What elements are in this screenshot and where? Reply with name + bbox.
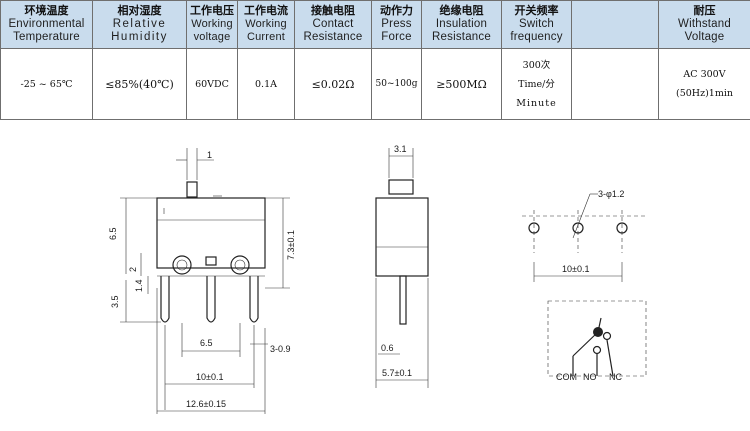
front-view: 1 6.5 2 1.4 3.5 7.3±0.1 — [108, 148, 296, 414]
dim-holes-label: 3-φ1.2 — [598, 189, 624, 199]
circuit-view: COM NO NC — [547, 300, 647, 382]
circuit-nc-dot — [602, 331, 612, 341]
dim-side-width: 5.7±0.1 — [382, 368, 412, 378]
side-body — [375, 197, 429, 277]
dim-holes-span: 10±0.1 — [562, 264, 589, 274]
value-voltage: 60VDC — [186, 48, 238, 120]
dim-pin-len: 3.5 — [110, 295, 120, 308]
frequency-line-1: 300次 — [522, 59, 551, 71]
side-pin — [399, 275, 407, 325]
drawing-canvas: 1 6.5 2 1.4 3.5 7.3±0.1 — [108, 144, 647, 414]
value-withstand: AC 300V (50Hz)1min — [658, 48, 750, 120]
value-humidity: ≤85%(40℃) — [92, 48, 187, 120]
value-insulation: ≥500MΩ — [421, 48, 502, 120]
value-blank — [571, 48, 659, 120]
dim-height-right: 7.3±0.1 — [286, 230, 296, 260]
value-current: 0.1A — [237, 48, 295, 120]
front-hole-right — [230, 255, 250, 275]
dim-top-pin: 1 — [207, 150, 212, 160]
circuit-label-com: COM — [556, 372, 577, 382]
hole-3 — [616, 222, 628, 234]
dim-side-pin: 0.6 — [381, 343, 394, 353]
front-square-hole — [205, 256, 217, 266]
header-blank — [571, 0, 659, 49]
dim-width: 12.6±0.15 — [186, 399, 226, 409]
hole-2 — [572, 222, 584, 234]
front-pin-left — [160, 276, 170, 323]
dim-pin-width: 3-0.9 — [270, 344, 291, 354]
withstand-line-2: (50Hz)1min — [676, 88, 733, 99]
value-press-force: 50~100g — [371, 48, 422, 120]
dim-pin-small: 1.4 — [134, 279, 144, 292]
circuit-label-nc: NC — [609, 372, 622, 382]
value-temperature: -25 ~ 65℃ — [0, 48, 93, 120]
circuit-no-dot — [592, 345, 602, 355]
front-pin-right — [249, 276, 259, 323]
front-body — [156, 197, 266, 269]
side-view: 3.1 0.6 5.7±0.1 — [375, 144, 429, 388]
technical-drawings: 1 6.5 2 1.4 3.5 7.3±0.1 — [0, 118, 750, 431]
value-contact-resistance: ≤0.02Ω — [294, 48, 372, 120]
spec-value-row: -25 ~ 65℃ ≤85%(40℃) 60VDC 0.1A ≤0.02Ω 50… — [0, 48, 750, 120]
circuit-label-no: NO — [583, 372, 597, 382]
hole-pattern-view: 3-φ1.2 10±0.1 — [522, 189, 646, 282]
dim-mid: 2 — [128, 267, 138, 272]
dim-pitch: 6.5 — [200, 338, 213, 348]
front-pin-mid — [206, 276, 216, 323]
dim-height-left: 6.5 — [108, 227, 118, 240]
front-hole-left — [172, 255, 192, 275]
withstand-line-1: AC 300V — [683, 69, 726, 80]
dim-span: 10±0.1 — [196, 372, 223, 382]
frequency-line-3: Minute — [516, 97, 557, 109]
hole-1 — [528, 222, 540, 234]
front-actuator — [186, 181, 198, 198]
circuit-frame — [547, 300, 647, 377]
frequency-line-2: Time/分 — [518, 78, 555, 90]
dim-side-top: 3.1 — [394, 144, 407, 154]
value-frequency: 300次 Time/分 Minute — [501, 48, 572, 120]
side-actuator — [388, 179, 414, 195]
